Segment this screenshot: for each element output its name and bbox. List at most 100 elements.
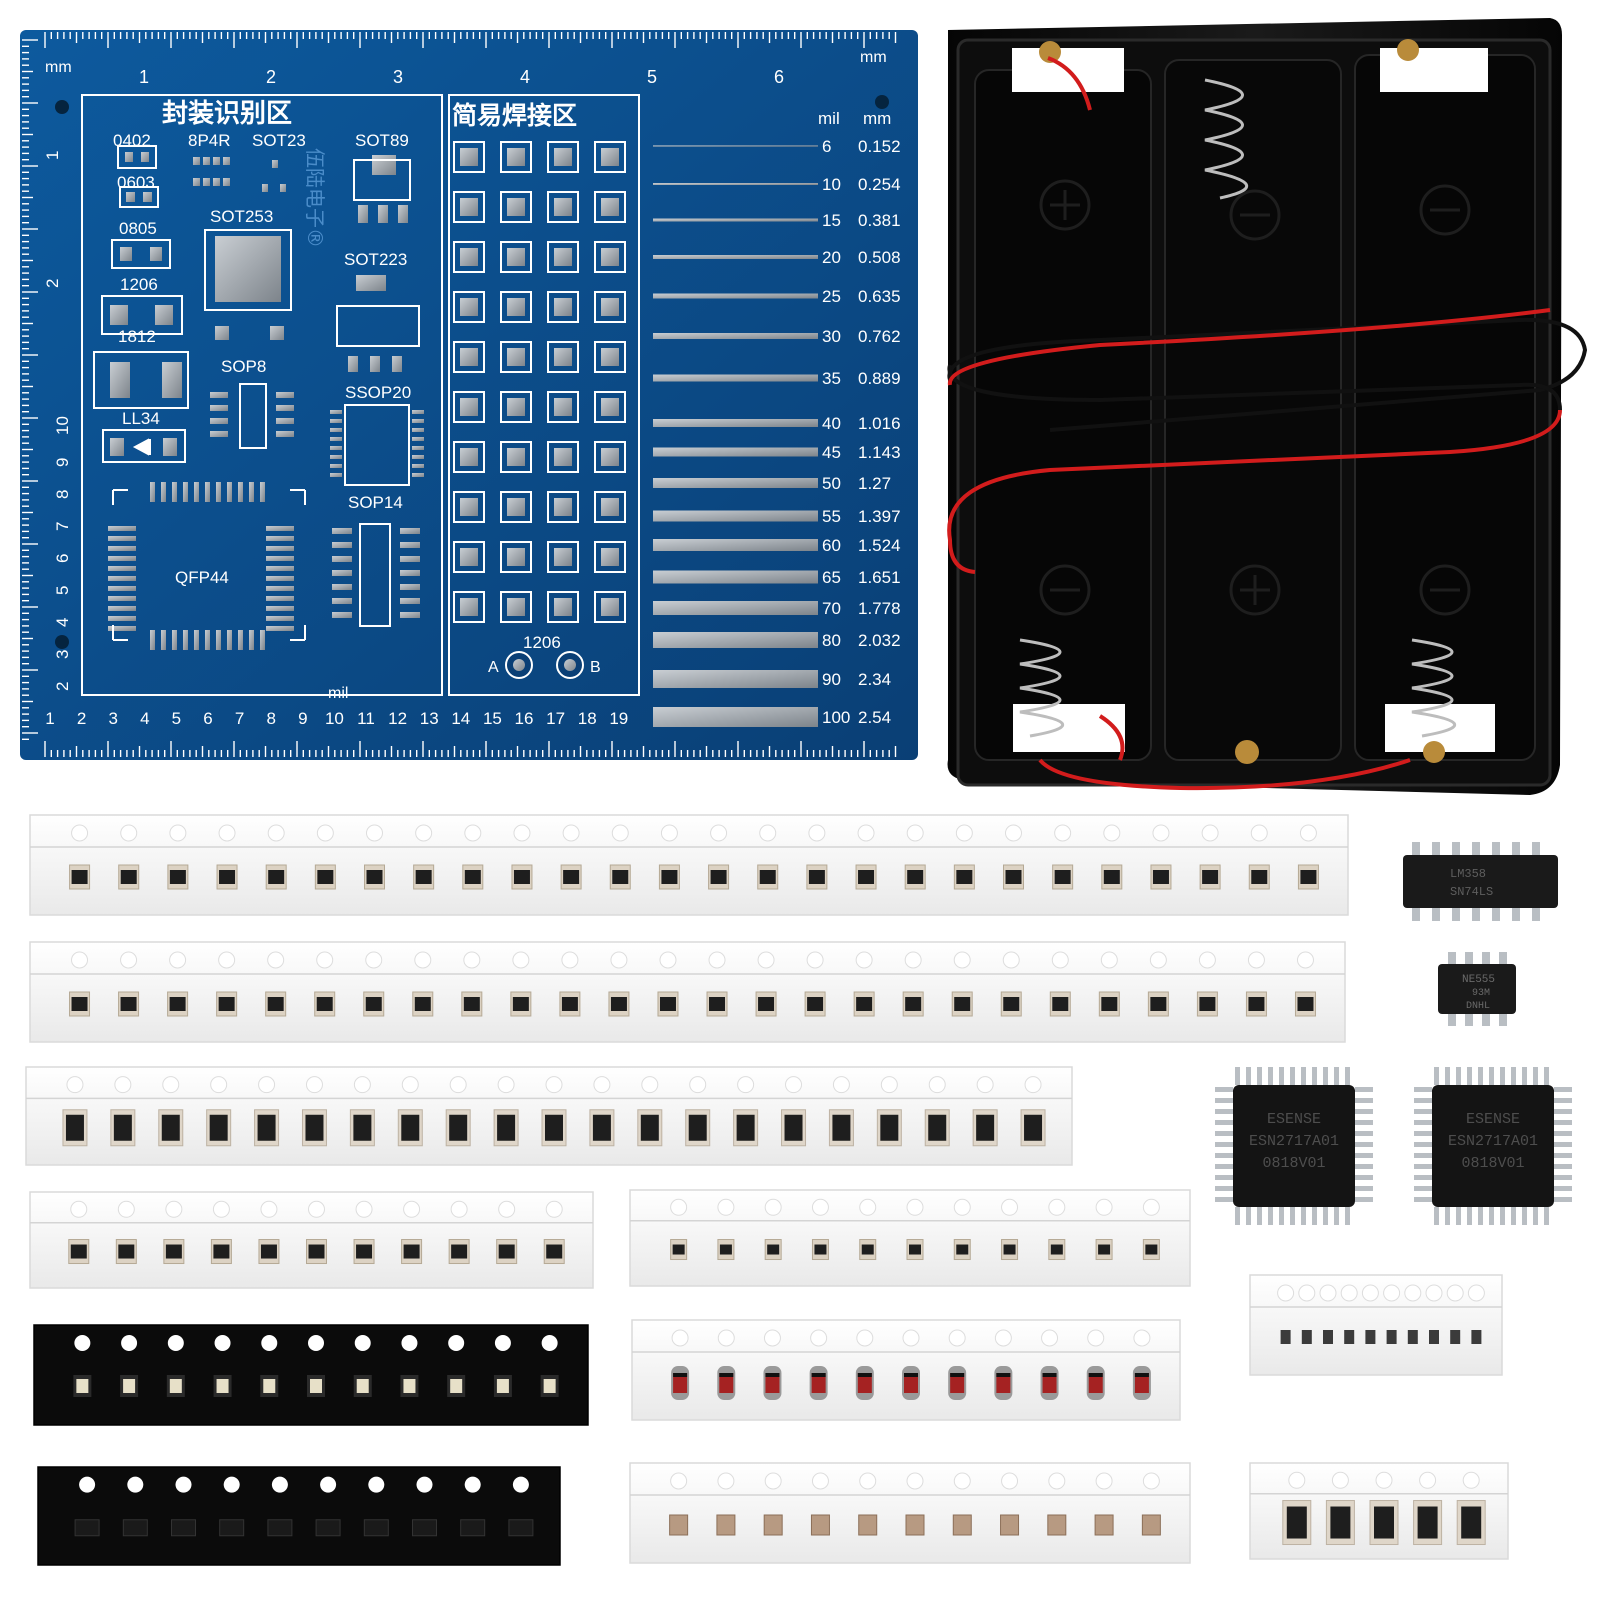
battery-slot-1 xyxy=(974,69,1152,761)
ic-sop14: LM358 SN74LS xyxy=(1403,842,1558,921)
resistor-strip-101-a xyxy=(29,814,1349,916)
ruler-left-number: 3 xyxy=(53,650,72,659)
package-zone-outline xyxy=(81,94,443,696)
resistor-strip-101-b xyxy=(29,941,1346,1043)
trace-mil-label: 40 xyxy=(822,414,841,433)
trace-mm-label: 0.762 xyxy=(858,327,901,346)
ruler-bottom-number: 13 xyxy=(420,709,439,728)
mount-hole-tr xyxy=(875,95,889,109)
trace-mil-label: 45 xyxy=(822,443,841,462)
ne555-text-1: NE555 xyxy=(1462,974,1495,986)
resistor-strip-4871 xyxy=(25,1066,1073,1166)
trace-mm-label: 0.635 xyxy=(858,287,901,306)
trace-mil-label: 50 xyxy=(822,474,841,493)
pad-a-label: A xyxy=(488,659,499,676)
trace-mm-label: 1.651 xyxy=(858,568,901,587)
package-label: LL34 xyxy=(122,409,160,428)
trace-mil-label: 35 xyxy=(822,369,841,388)
ruler-bottom-number: 19 xyxy=(609,709,628,728)
resistor-strip-103 xyxy=(1249,1462,1509,1560)
footprint-outlines xyxy=(93,145,420,627)
ruler-top-number: 3 xyxy=(393,67,403,87)
trace-mil-label: 6 xyxy=(822,137,831,156)
component-strips xyxy=(25,814,1509,1566)
trace-mm-label: 1.778 xyxy=(858,599,901,618)
ruler-top-number: 1 xyxy=(139,67,149,87)
minus-icon xyxy=(1039,184,1471,616)
ruler-bottom-number: 9 xyxy=(298,709,307,728)
ruler-bottom-number: 10 xyxy=(325,709,344,728)
package-label: 1812 xyxy=(118,327,156,346)
qfp44-label: QFP44 xyxy=(175,568,229,587)
ruler-bottom-number: 17 xyxy=(546,709,565,728)
qfp-chip-text: ESENSE xyxy=(1267,1111,1321,1128)
spring-bottom-right xyxy=(1411,638,1457,738)
trace-mil-label: 100 xyxy=(822,708,850,727)
resistor-strip-102 xyxy=(29,1191,594,1289)
spring-bottom-left xyxy=(1019,638,1065,738)
led-strip xyxy=(33,1324,589,1426)
qfp-chip-text: ESENSE xyxy=(1466,1111,1520,1128)
ruler-left-number: 8 xyxy=(53,490,72,499)
transistor-strip xyxy=(37,1466,561,1566)
ne555-text-2: 93M xyxy=(1472,988,1490,999)
trace-mil-label: 30 xyxy=(822,327,841,346)
trace-mil-label: 55 xyxy=(822,507,841,526)
sop14-text-2: SN74LS xyxy=(1450,885,1493,899)
ruler-bottom-number: 6 xyxy=(203,709,212,728)
ruler-unit-top: mm xyxy=(45,59,72,76)
trace-mm-label: 0.508 xyxy=(858,248,901,267)
mount-hole-tl xyxy=(55,100,69,114)
trace-mm-label: 0.254 xyxy=(858,175,901,194)
trace-mil-label: 60 xyxy=(822,536,841,555)
trace-mil-label: 65 xyxy=(822,568,841,587)
qfp-chip-text: ESN2717A01 xyxy=(1249,1133,1339,1150)
package-label: 0805 xyxy=(119,219,157,238)
trace-mil-label: 10 xyxy=(822,175,841,194)
ruler-left-number: 2 xyxy=(53,682,72,691)
ruler-bottom-number: 4 xyxy=(140,709,149,728)
trace-mm-label: 1.143 xyxy=(858,443,901,462)
trace-mil-label: 25 xyxy=(822,287,841,306)
footprints xyxy=(110,152,408,456)
small-part-strip xyxy=(1249,1274,1503,1376)
ruler-left-number: 9 xyxy=(53,458,72,467)
package-label: 8P4R xyxy=(188,131,231,150)
qfp-chips: ESENSEESN2717A010818V01ESENSEESN2717A010… xyxy=(1215,1067,1572,1225)
trace-header-mm: mm xyxy=(863,109,891,128)
ruler-left-number: 5 xyxy=(53,586,72,595)
ruler-top-number: 4 xyxy=(520,67,530,87)
ruler-left-number: 7 xyxy=(53,522,72,531)
trace-header-mil: mil xyxy=(818,109,840,128)
solder-zone-title: 简易焊接区 xyxy=(452,101,577,130)
trace-mil-label: 15 xyxy=(822,211,841,230)
pad-b-label: B xyxy=(590,659,601,676)
trace-mm-label: 2.54 xyxy=(858,708,891,727)
solder-zone-outline xyxy=(448,94,640,696)
ic-ne555: NE555 93M DNHL xyxy=(1438,952,1516,1026)
ruler-bottom-number: 2 xyxy=(77,709,86,728)
package-label: SOT89 xyxy=(355,131,409,150)
ruler-left-number: 6 xyxy=(53,554,72,563)
diode-strip xyxy=(631,1319,1181,1421)
ruler-bottom-number: 5 xyxy=(172,709,181,728)
ne555-text-3: DNHL xyxy=(1466,1001,1490,1012)
trace-mm-label: 0.381 xyxy=(858,211,901,230)
ruler-bottom-number: 3 xyxy=(108,709,117,728)
qfp44-footprint xyxy=(108,482,294,650)
ruler-bottom-unit: mil xyxy=(328,685,348,702)
qfp-chip-text: 0818V01 xyxy=(1461,1155,1524,1172)
brand-watermark: 伍陆电子® xyxy=(303,148,327,248)
battery-slot-3 xyxy=(1354,54,1536,761)
trace-mil-label: 90 xyxy=(822,670,841,689)
ruler-ticks xyxy=(22,32,897,757)
package-label: SOT253 xyxy=(210,207,273,226)
trace-mm-label: 1.397 xyxy=(858,507,901,526)
